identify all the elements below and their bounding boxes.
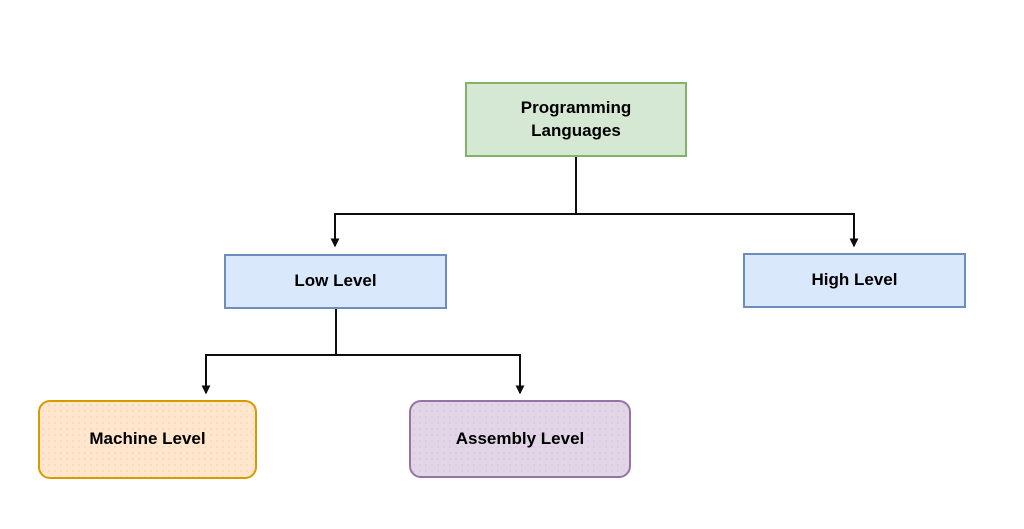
node-low-level-label: Low Level: [294, 271, 377, 291]
node-high-level: High Level: [743, 253, 966, 308]
node-low-level: Low Level: [224, 254, 447, 309]
node-machine-level-label: Machine Level: [89, 429, 206, 449]
node-programming-languages: Programming Languages: [465, 82, 687, 157]
node-programming-languages-label: Programming Languages: [520, 98, 632, 140]
node-assembly-level: Assembly Level: [409, 400, 631, 478]
node-assembly-level-label: Assembly Level: [455, 428, 585, 448]
node-machine-level: Machine Level: [38, 400, 257, 479]
node-high-level-label: High Level: [811, 270, 898, 290]
